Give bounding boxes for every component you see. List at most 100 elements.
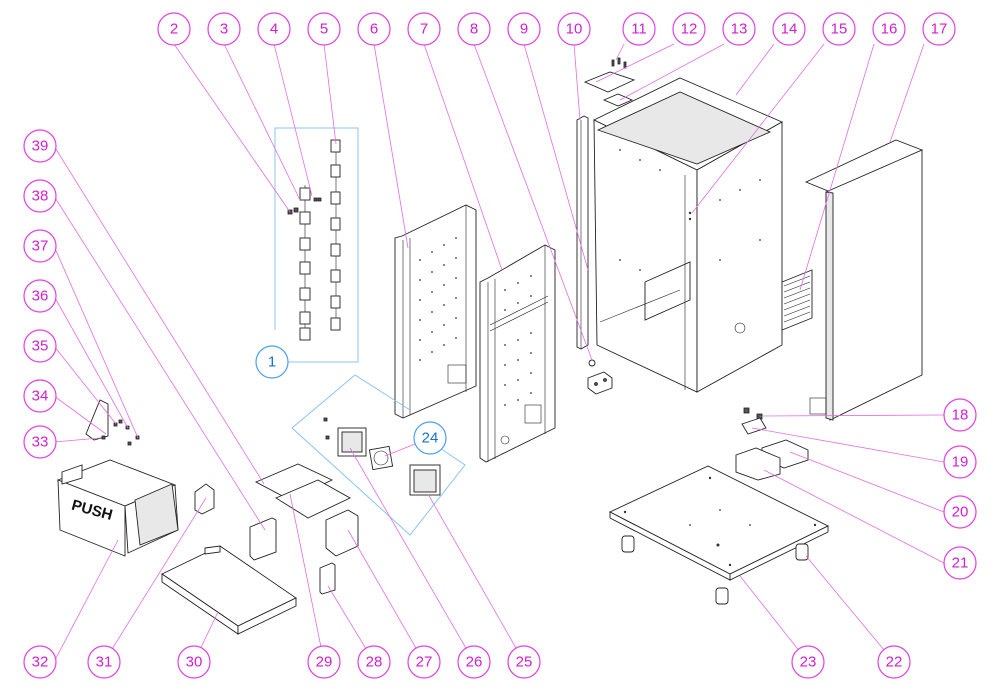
svg-text:28: 28 [366, 654, 383, 671]
callout-7: 7 [407, 12, 441, 46]
part-23-base-plate [608, 465, 830, 581]
svg-text:33: 33 [32, 434, 49, 451]
callout-4: 4 [257, 12, 291, 46]
svg-text:13: 13 [731, 21, 748, 38]
part-22-leveling-feet [621, 535, 809, 605]
svg-text:36: 36 [32, 288, 49, 305]
part-11-12-13-top-hardware [583, 57, 636, 107]
svg-text:6: 6 [370, 21, 378, 38]
callout-38: 38 [23, 179, 57, 213]
callout-29: 29 [307, 645, 341, 679]
callout-5: 5 [307, 12, 341, 46]
callout-36: 36 [23, 279, 57, 313]
callout-15: 15 [822, 12, 856, 46]
svg-text:2: 2 [170, 21, 178, 38]
callout-22: 22 [877, 645, 911, 679]
callout-12: 12 [672, 12, 706, 46]
part-8-9-hardware [587, 359, 613, 395]
svg-text:38: 38 [32, 188, 49, 205]
svg-text:10: 10 [566, 21, 583, 38]
part-17-door [804, 139, 924, 421]
group-24-frame [291, 374, 466, 536]
callout-34: 34 [23, 379, 57, 413]
svg-text:7: 7 [420, 21, 428, 38]
callout-25: 25 [507, 645, 541, 679]
svg-text:18: 18 [952, 407, 969, 424]
callout-26: 26 [457, 645, 491, 679]
svg-text:15: 15 [831, 21, 848, 38]
callout-18: 18 [943, 398, 977, 432]
callout-20: 20 [943, 495, 977, 529]
svg-text:11: 11 [631, 21, 647, 38]
svg-text:31: 31 [96, 654, 113, 671]
svg-text:29: 29 [316, 654, 333, 671]
svg-text:8: 8 [470, 21, 478, 38]
callout-31: 31 [87, 645, 121, 679]
svg-text:16: 16 [881, 21, 898, 38]
svg-text:9: 9 [520, 21, 528, 38]
svg-text:14: 14 [781, 21, 798, 38]
callout-30: 30 [177, 645, 211, 679]
leader-lines [53, 43, 945, 663]
svg-text:1: 1 [268, 354, 276, 371]
svg-text:35: 35 [32, 338, 49, 355]
svg-text:23: 23 [800, 654, 817, 671]
part-30-shelf [161, 545, 297, 635]
callout-35: 35 [23, 329, 57, 363]
callout-24: 24 [413, 421, 447, 455]
callout-27: 27 [407, 645, 441, 679]
callout-17: 17 [922, 12, 956, 46]
part-4-bracket-column [287, 185, 322, 341]
callout-39: 39 [23, 129, 57, 163]
svg-text:4: 4 [270, 21, 278, 38]
group-1-frame [274, 127, 359, 363]
svg-text:34: 34 [32, 388, 49, 405]
svg-text:25: 25 [516, 654, 533, 671]
svg-text:26: 26 [466, 654, 483, 671]
svg-text:17: 17 [931, 21, 948, 38]
callout-11: 11 [622, 12, 656, 46]
callout-23: 23 [791, 645, 825, 679]
callout-6: 6 [357, 12, 391, 46]
callout-8: 8 [457, 12, 491, 46]
callout-9: 9 [507, 12, 541, 46]
callout-1: 1 [255, 345, 289, 379]
svg-text:39: 39 [32, 138, 49, 155]
part-31-bracket [194, 483, 215, 515]
svg-text:22: 22 [886, 654, 903, 671]
svg-text:20: 20 [952, 504, 969, 521]
part-25-26-fan-assembly [323, 417, 441, 496]
callout-37: 37 [23, 229, 57, 263]
callout-16: 16 [872, 12, 906, 46]
callout-32: 32 [23, 645, 57, 679]
svg-text:21: 21 [952, 555, 969, 572]
callout-28: 28 [357, 645, 391, 679]
svg-text:27: 27 [416, 654, 433, 671]
svg-text:12: 12 [681, 21, 698, 38]
part-16-vent-grille [781, 269, 813, 331]
part-27-28-29-plates [249, 463, 359, 595]
callout-10: 10 [557, 12, 591, 46]
part-14-main-cabinet [592, 77, 784, 393]
svg-text:5: 5 [320, 21, 328, 38]
callout-21: 21 [943, 546, 977, 580]
part-5-bracket-rail [330, 139, 341, 331]
callout-19: 19 [943, 445, 977, 479]
callout-33: 33 [23, 425, 57, 459]
part-10-vertical-strip [576, 115, 589, 350]
svg-text:24: 24 [422, 430, 439, 447]
svg-text:30: 30 [186, 654, 203, 671]
callout-13: 13 [722, 12, 756, 46]
part-6-side-panel [394, 204, 477, 419]
svg-text:37: 37 [32, 238, 49, 255]
svg-text:32: 32 [32, 654, 49, 671]
callout-3: 3 [207, 12, 241, 46]
part-18-21-small-parts [735, 407, 809, 481]
callout-2: 2 [157, 12, 191, 46]
svg-text:19: 19 [952, 454, 969, 471]
svg-text:3: 3 [220, 21, 228, 38]
part-7-side-panel [479, 244, 556, 463]
part-32-push-door-bin: PUSH [56, 459, 179, 557]
callout-14: 14 [772, 12, 806, 46]
